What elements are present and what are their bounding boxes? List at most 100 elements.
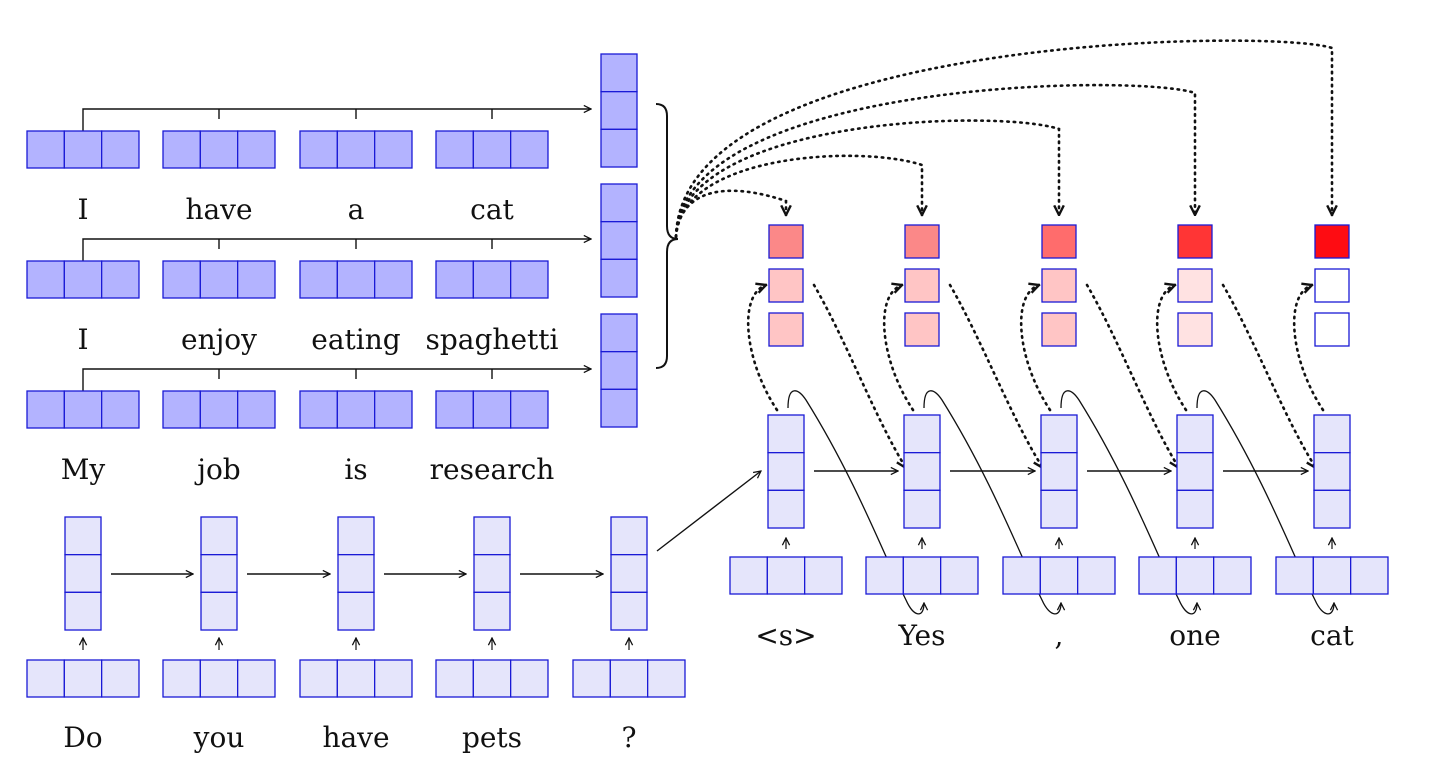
query-state-vector-cell — [473, 591, 511, 631]
decoder-state-vector-cell — [1176, 414, 1214, 454]
memory-sentence-vector-cell — [600, 91, 638, 130]
memory-word-vector-cell — [199, 260, 239, 299]
decoder-token-label: , — [1055, 619, 1064, 652]
memory-word-vector-cell — [510, 130, 549, 169]
memory-word-vector-cell — [472, 130, 512, 169]
decoder-token-label: <s> — [755, 619, 816, 652]
query-word-vector-cell — [472, 659, 512, 698]
memory-attention-arrow — [674, 119, 1059, 239]
memory-word-vector-cell — [63, 260, 103, 299]
connection-lines — [82, 39, 1334, 650]
query-word-vector-cell — [510, 659, 549, 698]
query-state-vector-cell — [200, 516, 238, 556]
query-word-label: ? — [621, 721, 636, 754]
decoder-input-vector-cell — [1039, 556, 1079, 595]
memory-word-label: spaghetti — [426, 323, 559, 356]
decoder-input-vector-cell — [766, 556, 806, 595]
query-state-vector-cell — [610, 554, 648, 593]
query-word-vector-cell — [162, 659, 201, 698]
attention-weight-cell — [904, 268, 940, 303]
memory-word-vector-cell — [162, 260, 201, 299]
attention-context-arrow — [948, 283, 1043, 468]
attention-query-arrow — [882, 285, 915, 412]
memory-word-vector-cell — [374, 390, 413, 429]
decoder-token-label: one — [1169, 619, 1220, 652]
query-word-label: pets — [462, 721, 522, 754]
attention-context-arrow — [1085, 283, 1179, 468]
attention-context-arrow — [1221, 283, 1316, 468]
attention-weight-cell — [904, 312, 940, 347]
query-word-label: you — [193, 721, 245, 754]
attention-weight-cell — [904, 224, 940, 259]
query-word-vector-cell — [609, 659, 649, 698]
memory-sentence-vector-cell — [600, 183, 638, 223]
memory-word-vector-cell — [101, 130, 140, 169]
decoder-input-vector-cell — [1350, 556, 1389, 595]
query-word-vector-cell — [435, 659, 474, 698]
memory-word-vector-cell — [199, 130, 239, 169]
decoder-state-vector-cell — [1040, 452, 1078, 491]
decoder-input-vector-cell — [1213, 556, 1252, 595]
attention-weight-cell — [768, 312, 804, 347]
attention-weight-cell — [1314, 268, 1350, 303]
decoder-input-vector-cell — [865, 556, 904, 595]
query-word-vector-cell — [26, 659, 65, 698]
query-state-vector-cell — [200, 591, 238, 631]
memory-word-label: a — [348, 193, 365, 226]
query-state-vector-cell — [610, 516, 648, 556]
memory-word-vector-cell — [299, 130, 338, 169]
attention-weight-cell — [1041, 268, 1077, 303]
memory-word-vector-cell — [336, 390, 376, 429]
memory-sum-arrow — [82, 369, 591, 391]
decoder-input-vector-cell — [940, 556, 979, 595]
decoder-input-vector-cell — [1175, 556, 1215, 595]
query-state-vector-cell — [473, 516, 511, 556]
memory-word-vector-cell — [26, 260, 65, 299]
memory-sentence-vector-cell — [600, 128, 638, 168]
memory-attention-arrow — [674, 154, 922, 239]
memory-word-vector-cell — [26, 130, 65, 169]
memory-sentence-vector-cell — [600, 258, 638, 298]
query-state-vector-cell — [64, 591, 102, 631]
memory-attention-arrow — [674, 39, 1332, 239]
decoder-input-vector-cell — [1312, 556, 1352, 595]
encoder-to-decoder-arrow — [656, 471, 761, 552]
memory-word-label: is — [344, 453, 367, 486]
memory-word-vector-cell — [435, 130, 474, 169]
query-word-vector-cell — [101, 659, 140, 698]
memory-word-label: research — [430, 453, 555, 486]
memory-word-vector-cell — [435, 390, 474, 429]
attention-weight-cell — [1177, 268, 1213, 303]
query-word-label: have — [322, 721, 389, 754]
decoder-state-vector-cell — [1176, 452, 1214, 491]
query-word-vector-cell — [237, 659, 276, 698]
decoder-state-vector-cell — [1040, 489, 1078, 529]
decoder-input-vector-cell — [804, 556, 843, 595]
memory-attention-arrow — [674, 83, 1195, 239]
query-state-vector-cell — [610, 591, 648, 631]
memory-word-vector-cell — [472, 390, 512, 429]
query-word-label: Do — [63, 721, 102, 754]
query-word-vector-cell — [647, 659, 686, 698]
memory-word-vector-cell — [374, 130, 413, 169]
memory-word-vector-cell — [26, 390, 65, 429]
memory-word-label: cat — [470, 193, 514, 226]
memory-word-vector-cell — [162, 130, 201, 169]
attention-weight-cell — [1041, 224, 1077, 259]
memory-sentence-vector-cell — [600, 313, 638, 353]
decoder-output-feedback-arrow — [923, 390, 1061, 615]
decoder-token-label: cat — [1310, 619, 1354, 652]
attention-weight-cell — [1314, 312, 1350, 347]
memory-word-vector-cell — [101, 390, 140, 429]
memory-word-label: I — [77, 323, 88, 356]
memory-word-vector-cell — [336, 130, 376, 169]
memory-sentence-vector-cell — [600, 388, 638, 428]
memory-word-vector-cell — [510, 390, 549, 429]
memory-word-vector-cell — [510, 260, 549, 299]
decoder-output-feedback-arrow — [1196, 390, 1334, 615]
query-word-vector-cell — [374, 659, 413, 698]
decoder-input-vector-cell — [1275, 556, 1314, 595]
decoder-state-vector-cell — [767, 489, 805, 529]
memory-word-vector-cell — [162, 390, 201, 429]
